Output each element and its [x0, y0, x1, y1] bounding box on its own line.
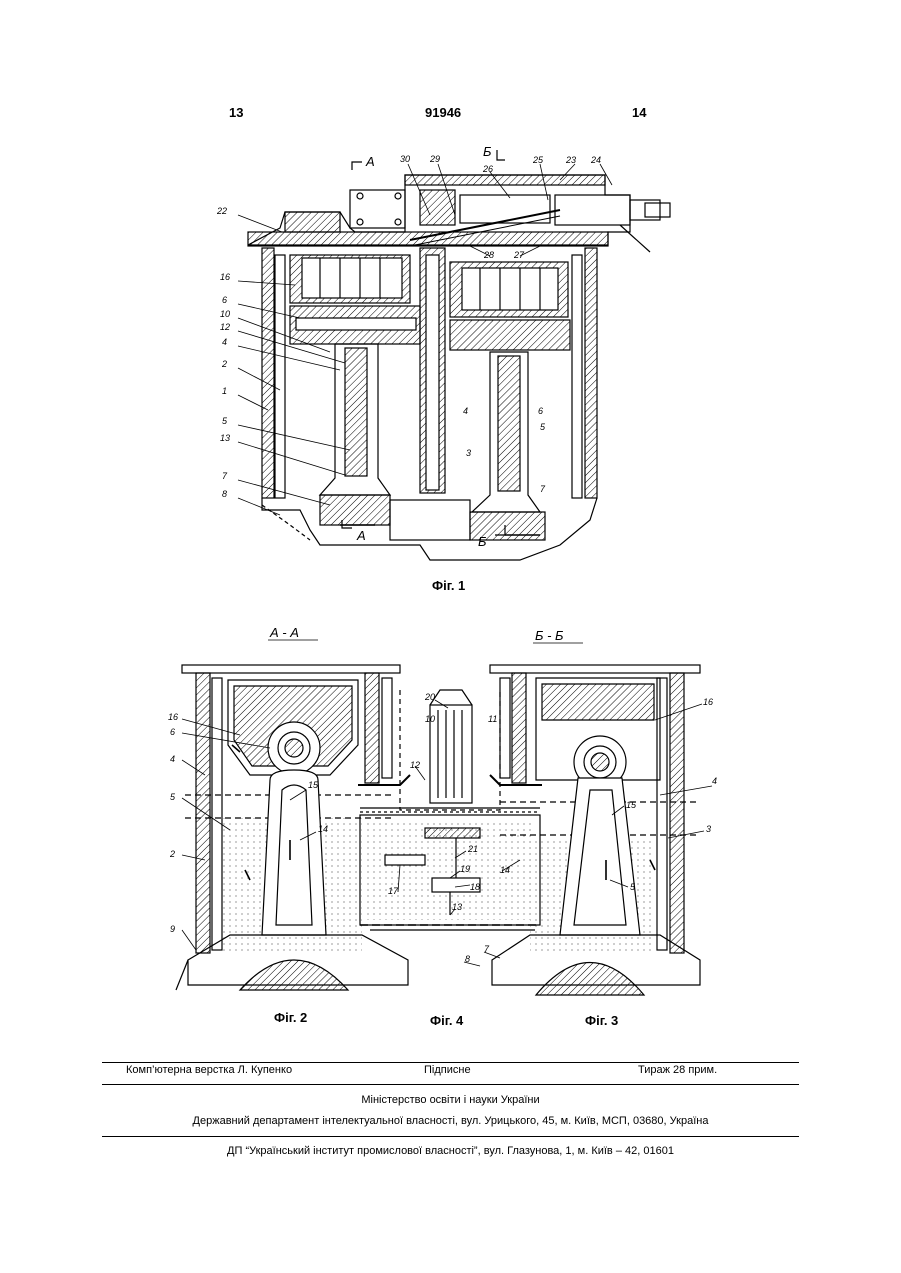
svg-text:2: 2: [169, 849, 175, 859]
footer-subscription: Підписне: [424, 1064, 471, 1076]
svg-text:22: 22: [216, 206, 227, 216]
svg-text:14: 14: [500, 865, 510, 875]
svg-text:13: 13: [452, 902, 462, 912]
section-label-b-b: Б - Б: [535, 628, 564, 643]
svg-text:16: 16: [220, 272, 230, 282]
svg-text:3: 3: [706, 824, 711, 834]
svg-text:28: 28: [483, 250, 494, 260]
svg-text:7: 7: [222, 471, 228, 481]
section-label-a-a: А - А: [269, 625, 299, 640]
section-mark-b-bottom: Б: [478, 534, 487, 549]
svg-text:13: 13: [220, 433, 230, 443]
svg-text:6: 6: [222, 295, 227, 305]
footer-rule-bottom: [102, 1136, 799, 1137]
svg-text:5: 5: [222, 416, 228, 426]
svg-text:8: 8: [222, 489, 227, 499]
svg-text:12: 12: [410, 760, 420, 770]
svg-text:4: 4: [222, 337, 227, 347]
figure-1-drawing: [248, 175, 670, 560]
footer-ministry: Міністерство освіти і науки України: [0, 1094, 901, 1106]
svg-text:4: 4: [463, 406, 468, 416]
footer-institute: ДП “Український інститут промислової вла…: [0, 1145, 901, 1157]
svg-text:9: 9: [170, 924, 175, 934]
svg-text:30: 30: [400, 154, 410, 164]
svg-text:18: 18: [470, 882, 480, 892]
section-mark-a-bottom: А: [356, 528, 366, 543]
svg-text:26: 26: [482, 164, 493, 174]
svg-text:15: 15: [308, 780, 319, 790]
svg-text:12: 12: [220, 322, 230, 332]
svg-text:25: 25: [532, 155, 544, 165]
section-mark-b-top: Б: [483, 144, 492, 159]
svg-text:17: 17: [388, 886, 399, 896]
svg-text:16: 16: [168, 712, 178, 722]
svg-text:7: 7: [484, 944, 490, 954]
svg-text:8: 8: [465, 954, 470, 964]
svg-text:29: 29: [429, 154, 440, 164]
svg-text:6: 6: [538, 406, 543, 416]
svg-text:1: 1: [222, 386, 227, 396]
svg-text:11: 11: [488, 714, 497, 724]
footer-rule-top: [102, 1062, 799, 1063]
svg-text:23: 23: [565, 155, 576, 165]
svg-text:4: 4: [712, 776, 717, 786]
svg-text:4: 4: [170, 754, 175, 764]
figure-4-caption: Фіг. 4: [430, 1013, 463, 1028]
svg-text:3: 3: [466, 448, 471, 458]
svg-text:19: 19: [460, 864, 470, 874]
svg-text:10: 10: [425, 714, 435, 724]
figure-2-caption: Фіг. 2: [274, 1010, 307, 1025]
svg-text:24: 24: [590, 155, 601, 165]
svg-text:16: 16: [703, 697, 713, 707]
svg-text:7: 7: [540, 484, 546, 494]
footer-rule-middle: [102, 1084, 799, 1085]
svg-text:5: 5: [540, 422, 546, 432]
footer-typesetter: Комп’ютерна верстка Л. Купенко: [126, 1064, 292, 1076]
footer-circulation: Тираж 28 прим.: [638, 1064, 717, 1076]
svg-text:6: 6: [170, 727, 175, 737]
svg-text:15: 15: [626, 800, 637, 810]
svg-text:5: 5: [170, 792, 176, 802]
figure-1-caption: Фіг. 1: [432, 578, 465, 593]
svg-text:14: 14: [318, 824, 328, 834]
footer-department: Державний департамент інтелектуальної вл…: [0, 1115, 901, 1127]
figure-3-caption: Фіг. 3: [585, 1013, 618, 1028]
svg-text:20: 20: [424, 692, 435, 702]
section-mark-a-top: А: [365, 154, 375, 169]
svg-text:27: 27: [513, 250, 525, 260]
svg-text:2: 2: [221, 359, 227, 369]
svg-text:10: 10: [220, 309, 230, 319]
svg-text:21: 21: [467, 844, 478, 854]
